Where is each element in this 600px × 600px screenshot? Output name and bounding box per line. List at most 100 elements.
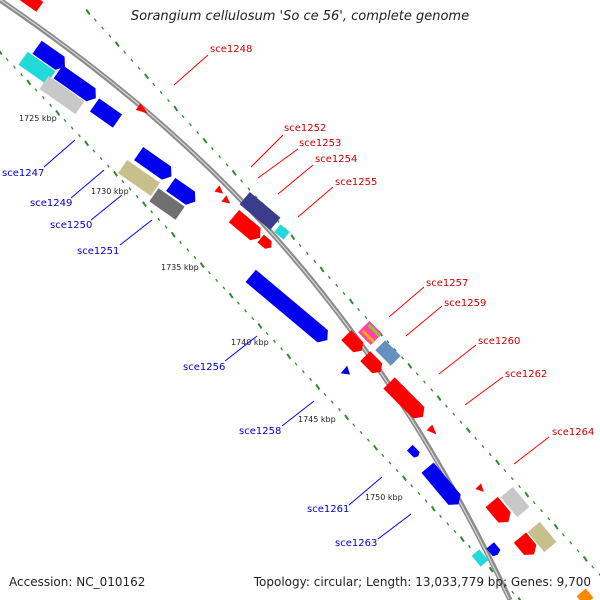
label-sce1259[interactable]: sce1259 [444, 298, 486, 309]
gene-cyan-1[interactable] [18, 51, 56, 85]
track-tick [144, 73, 150, 80]
track-tick [510, 476, 514, 481]
track-tick [244, 309, 247, 313]
gene-sce1251a[interactable] [166, 177, 200, 208]
gene-sce1255[interactable] [257, 234, 274, 252]
gene-sce1257[interactable] [341, 330, 366, 355]
track-tick [395, 468, 399, 473]
track-tick [78, 134, 81, 138]
track-tick [0, 50, 3, 55]
gene-sce1250[interactable] [134, 146, 176, 183]
track-tick [114, 41, 120, 48]
accession-text: Accession: NC_010162 [9, 575, 146, 589]
gene-sce1263a[interactable] [421, 462, 464, 509]
track-tick [582, 555, 588, 562]
gene-sce1264a[interactable] [475, 483, 486, 494]
scale-label-1730: 1730 kbp [91, 187, 129, 196]
label-sce1248[interactable]: sce1248 [210, 44, 252, 55]
label-sce1258[interactable]: sce1258 [239, 426, 281, 437]
gene-sce1256[interactable] [245, 269, 333, 347]
gene-sce1258[interactable] [340, 365, 354, 379]
gene-orange[interactable] [576, 588, 594, 600]
label-sce1251[interactable]: sce1251 [77, 246, 119, 257]
track-tick [423, 380, 426, 384]
track-tick [298, 243, 302, 247]
gene-sce1261[interactable] [406, 444, 421, 459]
gene-sce1259[interactable] [360, 351, 385, 376]
gene-sce1264b[interactable] [485, 496, 515, 527]
track-tick [202, 137, 208, 144]
label-sce1249[interactable]: sce1249 [30, 198, 72, 209]
gene-khaki-1[interactable] [118, 159, 160, 197]
gene-steel-1[interactable] [375, 340, 401, 366]
gene-cyan-3[interactable] [274, 224, 290, 240]
label-sce1247[interactable]: sce1247 [2, 168, 44, 179]
gene-multicolor-stripe-1 [367, 323, 382, 338]
gene-sce1254[interactable] [228, 209, 265, 244]
track-tick [342, 291, 346, 296]
track-tick [188, 122, 192, 127]
track-tick [401, 475, 407, 482]
track-tick [518, 484, 521, 489]
gene-silver-1[interactable] [39, 75, 85, 115]
gene-silver-2[interactable] [500, 486, 530, 518]
track-tick [348, 298, 354, 305]
track-tick [34, 88, 38, 92]
label-sce1253[interactable]: sce1253 [299, 138, 341, 149]
label-sce1262[interactable]: sce1262 [505, 369, 547, 380]
track-tick [84, 140, 90, 147]
track-tick [401, 356, 404, 360]
track-tick [439, 514, 442, 518]
track-tick [106, 164, 110, 168]
label-sce1257[interactable]: sce1257 [426, 278, 468, 289]
track-tick [407, 362, 413, 369]
track-tick [128, 187, 132, 191]
track-tick [101, 26, 105, 30]
label-sce1256[interactable]: sce1256 [183, 362, 225, 373]
gene-sce1262[interactable] [426, 424, 440, 438]
label-sce1252[interactable]: sce1252 [284, 123, 326, 134]
gene-sce1249[interactable] [89, 98, 123, 128]
track-tick [424, 499, 428, 503]
track-tick [55, 109, 61, 116]
label-sce1263[interactable]: sce1263 [335, 538, 377, 549]
track-tick [93, 18, 97, 22]
label-sce1260[interactable]: sce1260 [478, 336, 520, 347]
track-tick [63, 118, 67, 123]
track-tick [286, 353, 292, 360]
gene-sce1263b[interactable] [486, 542, 501, 558]
track-tick [181, 114, 185, 119]
track-tick [598, 573, 600, 577]
topology-text: Topology: circular; Length: 13,033,779 b… [253, 575, 591, 589]
gene-multicolor[interactable] [357, 320, 383, 346]
gene-cyan-2[interactable] [471, 549, 489, 567]
gene-sce1247a[interactable] [32, 40, 69, 74]
gene-sce1253[interactable] [221, 195, 232, 206]
label-sce1255[interactable]: sce1255 [335, 177, 377, 188]
track-tick [436, 395, 442, 402]
track-tick [553, 523, 559, 530]
gene-sce1252[interactable] [214, 185, 225, 196]
gene-slate-1[interactable] [239, 192, 281, 230]
gene-red-tail[interactable] [513, 532, 540, 559]
track-tick [20, 73, 24, 77]
track-tick [459, 420, 463, 424]
track-tick [99, 156, 103, 161]
gene-sce1246[interactable] [16, 0, 44, 12]
gene-sce1260[interactable] [383, 377, 428, 422]
label-sce1261[interactable]: sce1261 [307, 504, 349, 515]
label-sce1264[interactable]: sce1264 [552, 427, 594, 438]
track-tick [265, 331, 269, 336]
label-sce1254[interactable]: sce1254 [315, 154, 357, 165]
track-tick [309, 377, 312, 381]
label-sce1250[interactable]: sce1250 [50, 220, 92, 231]
gene-khaki-2[interactable] [527, 521, 557, 553]
track-tick [540, 509, 543, 513]
gene-sce1247b[interactable] [53, 65, 101, 104]
track-tick [305, 251, 309, 255]
track-tick [251, 316, 255, 321]
gene-gray-1[interactable] [149, 188, 185, 220]
scale-label-1745: 1745 kbp [298, 415, 336, 424]
gene-sce1248[interactable] [135, 103, 150, 116]
